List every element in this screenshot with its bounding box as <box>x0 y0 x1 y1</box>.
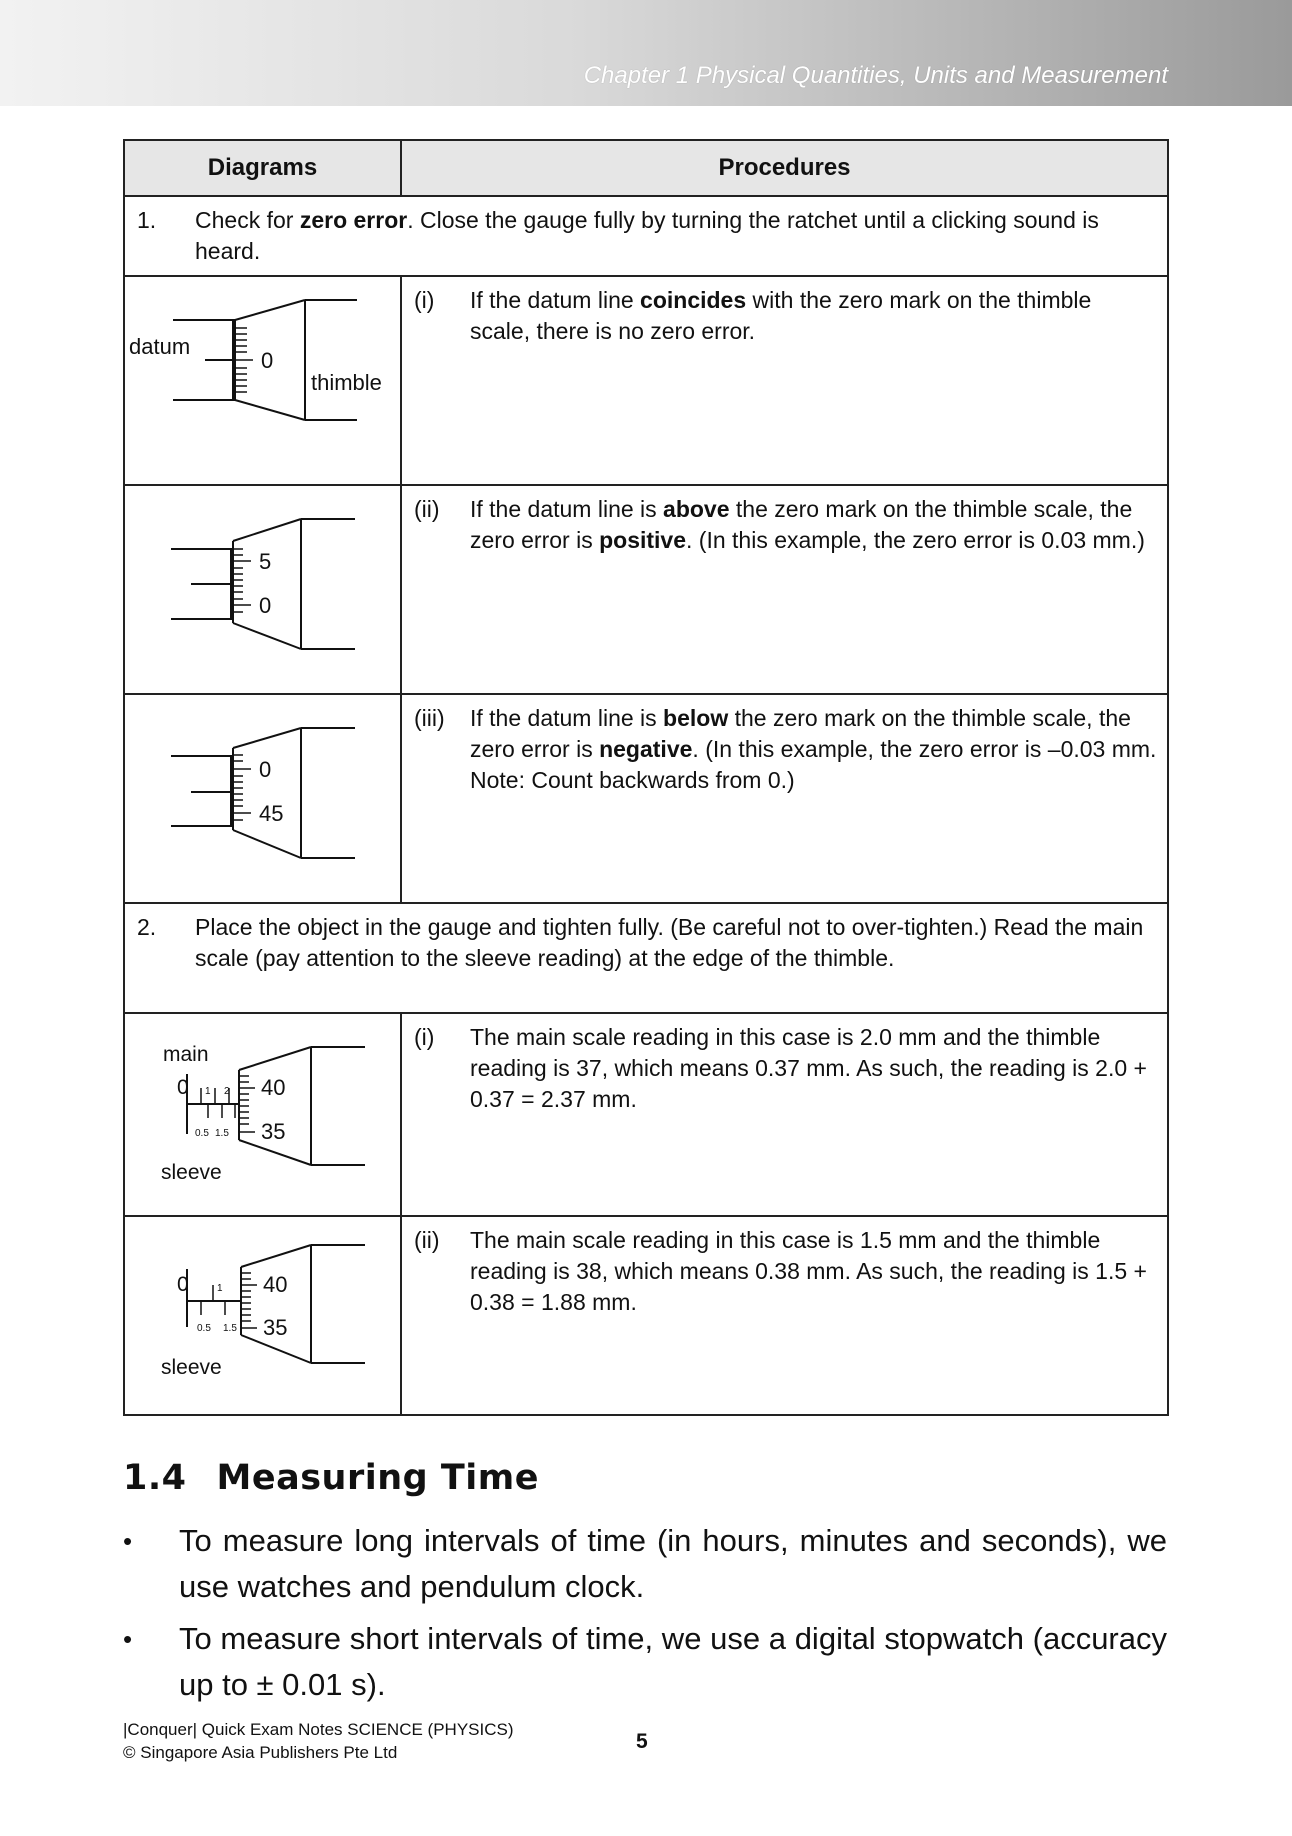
thimble-label-35: 35 <box>263 1315 287 1340</box>
step-1-row: 1. Check for zero error. Close the gauge… <box>123 195 1169 277</box>
main-scale-label: main <box>163 1043 209 1066</box>
row-roman-numeral: (i) <box>414 1024 435 1050</box>
sleeve-half-label: 0.5 <box>197 1323 211 1334</box>
sleeve-zero-label: 0 <box>177 1273 189 1296</box>
thimble-label-40: 40 <box>261 1075 285 1100</box>
step-1-number: 1. <box>137 207 157 233</box>
thimble-label-0: 0 <box>259 757 271 782</box>
diagram-positive-zero-error: 5 0 <box>123 484 402 695</box>
step-1-text: Check for zero error. Close the gauge fu… <box>195 207 1099 264</box>
sleeve-one-label: 1 <box>217 1283 223 1294</box>
section-heading: 1.4 Measuring Time <box>123 1458 539 1498</box>
table-row: main 0 1 2 0.5 1.5 40 35 sleeve (i) The … <box>123 1012 1169 1217</box>
bullet-icon: • <box>123 1526 133 1556</box>
thimble-label-45: 45 <box>259 801 283 826</box>
micrometer-diagram: 0 45 <box>171 727 355 859</box>
procedure-table: Diagrams Procedures 1. Check for zero er… <box>123 139 1169 1416</box>
bullet-text: To measure short intervals of time, we u… <box>179 1621 1167 1702</box>
section-title: Measuring Time <box>216 1458 539 1498</box>
procedure-text: The main scale reading in this case is 1… <box>470 1227 1147 1315</box>
list-item: • To measure short intervals of time, we… <box>123 1616 1167 1708</box>
sleeve-label: sleeve <box>161 1356 222 1379</box>
table-row: 0 1 0.5 1.5 40 35 sleeve (ii) The main s… <box>123 1215 1169 1416</box>
page-number: 5 <box>636 1730 648 1753</box>
row-roman-numeral: (i) <box>414 287 435 313</box>
procedure-text: If the datum line is above the zero mark… <box>470 496 1145 553</box>
diagram-negative-zero-error: 0 45 <box>123 693 402 904</box>
datum-label: datum <box>129 334 190 359</box>
thimble-label-5: 5 <box>259 549 271 574</box>
diagram-reading-1-88: 0 1 0.5 1.5 40 35 sleeve <box>123 1215 402 1416</box>
sleeve-label: sleeve <box>161 1161 222 1184</box>
micrometer-diagram: main 0 1 2 0.5 1.5 40 35 sleeve <box>161 1043 365 1184</box>
section-number: 1.4 <box>123 1458 187 1498</box>
thimble-zero-label: 0 <box>261 348 273 373</box>
chapter-title: Chapter 1 Physical Quantities, Units and… <box>583 62 1168 89</box>
micrometer-diagram: 5 0 <box>171 518 355 650</box>
sleeve-zero-label: 0 <box>177 1076 189 1099</box>
sleeve-one-half-label: 1.5 <box>223 1323 237 1334</box>
row-roman-numeral: (ii) <box>414 496 440 522</box>
row-roman-numeral: (ii) <box>414 1227 440 1253</box>
diagram-no-zero-error: datum 0 thimble <box>123 275 402 486</box>
footer-book-title: |Conquer| Quick Exam Notes SCIENCE (PHYS… <box>123 1720 514 1739</box>
micrometer-diagram: 0 1 0.5 1.5 40 35 sleeve <box>161 1244 365 1379</box>
table-header-row: Diagrams Procedures <box>123 139 1169 197</box>
micrometer-diagram: datum 0 thimble <box>129 299 382 421</box>
sleeve-two-label: 2 <box>224 1086 230 1097</box>
header-band <box>0 0 1292 106</box>
bullet-text: To measure long intervals of time (in ho… <box>179 1523 1167 1604</box>
table-row: 5 0 (ii) If the datum line is above the … <box>123 484 1169 695</box>
bullet-icon: • <box>123 1624 133 1654</box>
table-row: datum 0 thimble (i) If the datum line co… <box>123 275 1169 486</box>
step-2-text: Place the object in the gauge and tighte… <box>195 914 1144 971</box>
sleeve-one-half-label: 1.5 <box>215 1128 229 1139</box>
table-row: 0 45 (iii) If the datum line is below th… <box>123 693 1169 904</box>
list-item: • To measure long intervals of time (in … <box>123 1518 1167 1610</box>
footer-copyright: © Singapore Asia Publishers Pte Ltd <box>123 1743 398 1762</box>
step-2-number: 2. <box>137 914 157 940</box>
footer-source: |Conquer| Quick Exam Notes SCIENCE (PHYS… <box>123 1718 514 1764</box>
bullet-list: • To measure long intervals of time (in … <box>123 1518 1167 1714</box>
thimble-label-0: 0 <box>259 593 271 618</box>
sleeve-half-label: 0.5 <box>195 1128 209 1139</box>
sleeve-one-label: 1 <box>205 1086 211 1097</box>
diagram-reading-2-37: main 0 1 2 0.5 1.5 40 35 sleeve <box>123 1012 402 1217</box>
procedure-text: If the datum line is below the zero mark… <box>470 705 1157 793</box>
col-header-procedures: Procedures <box>400 139 1169 197</box>
procedure-text: The main scale reading in this case is 2… <box>470 1024 1147 1112</box>
step-2-row: 2. Place the object in the gauge and tig… <box>123 902 1169 1014</box>
row-roman-numeral: (iii) <box>414 705 445 731</box>
procedure-text: If the datum line coincides with the zer… <box>470 287 1092 344</box>
thimble-label-40: 40 <box>263 1272 287 1297</box>
col-header-diagrams: Diagrams <box>123 139 402 197</box>
thimble-label: thimble <box>311 370 382 395</box>
thimble-label-35: 35 <box>261 1119 285 1144</box>
